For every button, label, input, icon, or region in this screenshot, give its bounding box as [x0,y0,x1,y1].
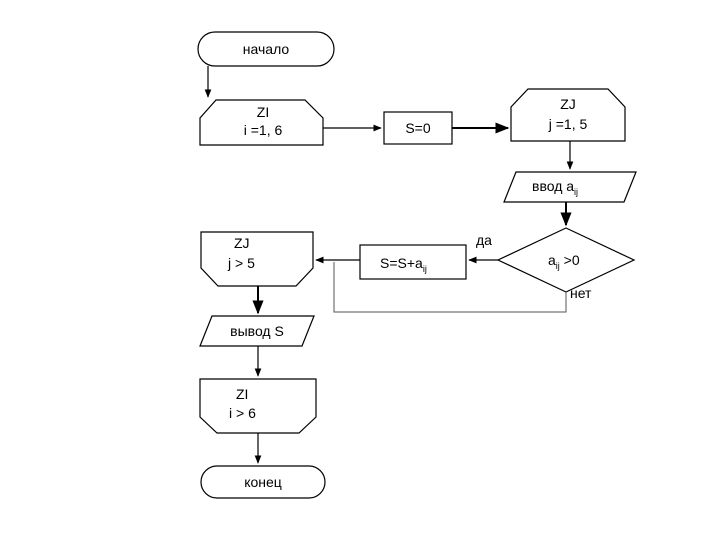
init-sum-label: S=0 [405,120,431,136]
end-terminator: конец [200,465,326,499]
loop-i-range: i =1, 6 [244,122,283,138]
loop-i-begin: ZI i =1, 6 [199,99,324,146]
loop-i-end-label: ZI [236,386,248,402]
loop-j-range: j =1, 5 [548,116,588,132]
edge-no-path [333,262,567,313]
loop-j-end-label: ZJ [234,235,250,251]
accumulate-label: S=S+aij [380,255,427,274]
start-terminator: начало [197,31,335,67]
input-parallelogram: ввод aij [503,171,637,203]
condition-label: aij >0 [548,252,580,271]
loop-i-end-cond: i > 6 [229,405,256,421]
loop-j-end: ZJ j > 5 [200,231,314,287]
no-label: нет [570,285,592,301]
input-label: ввод aij [532,178,578,197]
loop-i-end: ZI i > 6 [199,378,317,434]
init-sum-process: S=0 [383,111,453,145]
output-label: вывод S [230,323,284,339]
loop-j-begin: ZJ j =1, 5 [510,88,626,142]
loop-i-label: ZI [257,104,269,120]
start-label: начало [243,41,290,57]
output-parallelogram: вывод S [199,315,315,347]
condition-decision: aij >0 [496,227,636,293]
yes-label: да [476,232,492,248]
end-label: конец [244,474,282,490]
loop-j-end-cond: j > 5 [227,255,255,271]
loop-j-label: ZJ [560,96,576,112]
accumulate-process: S=S+aij [359,244,467,280]
